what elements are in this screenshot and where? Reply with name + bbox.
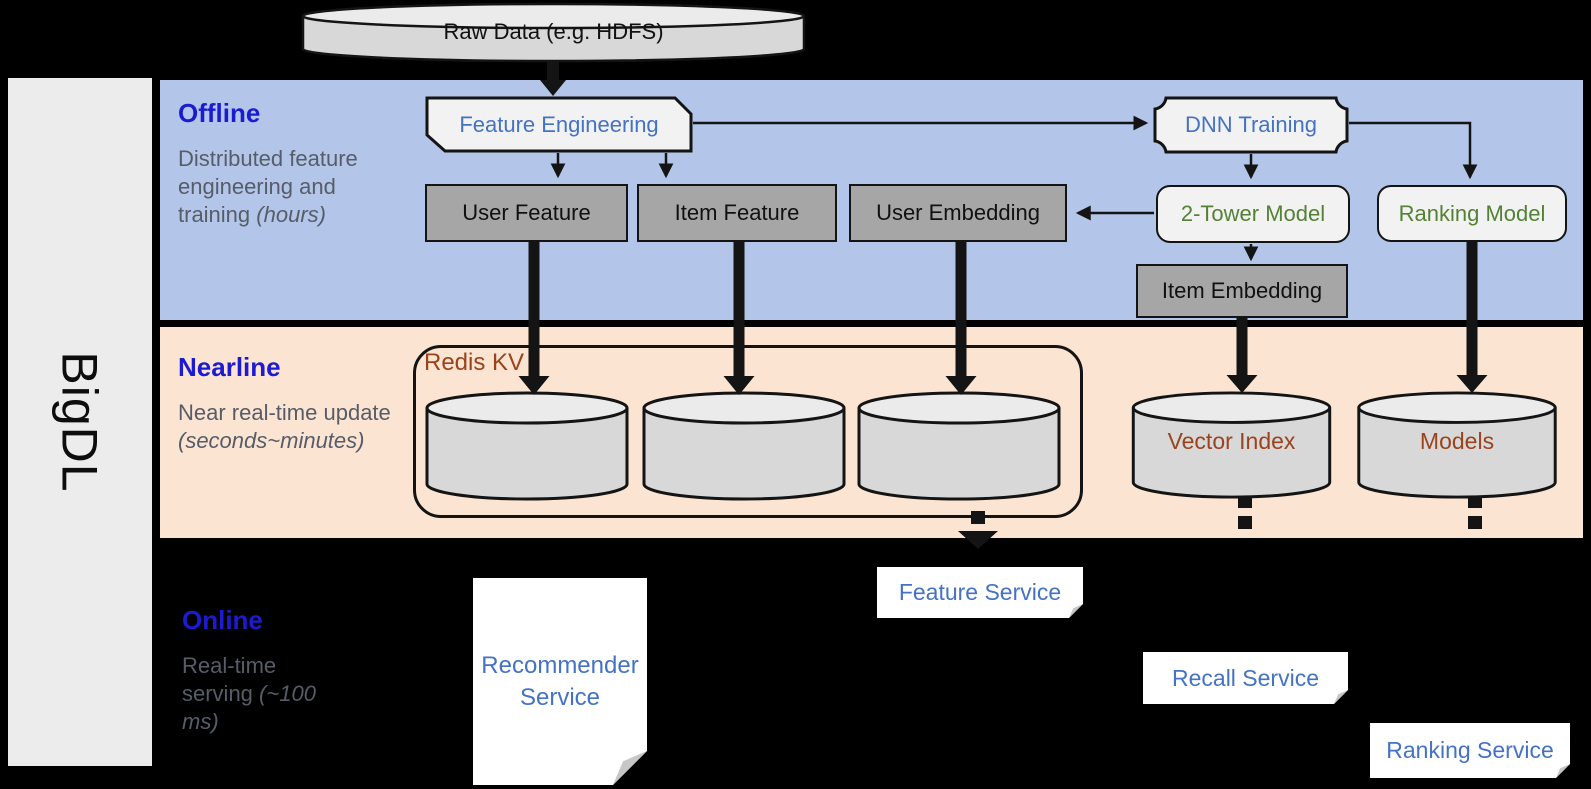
user-feature-node: User Feature bbox=[425, 184, 628, 242]
online-description: Real-time serving (~100 ms) bbox=[182, 652, 332, 736]
feature-engineering-node: Feature Engineering bbox=[425, 96, 693, 153]
page-fold-icon bbox=[1069, 604, 1083, 618]
item-embedding-label: Item Embedding bbox=[1161, 278, 1323, 303]
user-embedding-node: User Embedding bbox=[849, 184, 1067, 242]
vector-index-label: Vector Index bbox=[1167, 428, 1296, 454]
redis-kv-label: Redis KV bbox=[424, 349, 525, 376]
cylinder-shape bbox=[301, 2, 806, 63]
cylinder-shape bbox=[425, 391, 629, 501]
recommender-service-doc: Recommender Service bbox=[473, 578, 647, 785]
redis-shard-1 bbox=[424, 390, 630, 502]
nearline-section-label: Nearline Near real-time update (seconds~… bbox=[178, 352, 408, 455]
raw-data-label: Raw Data (e.g. HDFS) bbox=[443, 19, 664, 44]
dnn-training-label: DNN Training bbox=[1184, 112, 1318, 137]
offline-title: Offline bbox=[178, 98, 261, 128]
raw-data-store: Raw Data (e.g. HDFS) bbox=[300, 2, 807, 64]
feature-service-label: Feature Service bbox=[898, 579, 1062, 605]
nearline-desc-note: (seconds~minutes) bbox=[178, 428, 365, 454]
two-tower-model-label: 2-Tower Model bbox=[1180, 201, 1326, 226]
item-feature-label: Item Feature bbox=[674, 200, 800, 225]
online-section-label: Online Real-time serving (~100 ms) bbox=[182, 605, 332, 736]
offline-section-label: Offline Distributed feature engineering … bbox=[178, 98, 378, 229]
cylinder-shape bbox=[642, 391, 846, 501]
page-fold-icon bbox=[613, 751, 647, 785]
models-label: Models bbox=[1419, 428, 1495, 454]
vector-index-store: Vector Index bbox=[1128, 390, 1335, 500]
ranking-service-doc: Ranking Service bbox=[1370, 723, 1570, 778]
offline-description: Distributed feature engineering and trai… bbox=[178, 145, 378, 229]
bigdl-logo: BigDL bbox=[52, 351, 108, 493]
recall-service-doc: Recall Service bbox=[1143, 652, 1348, 704]
online-desc-text: Real-time serving bbox=[182, 653, 277, 707]
chamfer-box-shape bbox=[425, 96, 693, 153]
feature-engineering-label: Feature Engineering bbox=[459, 111, 659, 137]
redis-shard-2 bbox=[641, 390, 847, 502]
page-fold-icon bbox=[1556, 764, 1570, 778]
feature-service-doc: Feature Service bbox=[877, 567, 1083, 618]
nearline-description: Near real-time update (seconds~minutes) bbox=[178, 399, 408, 455]
redis-shard-3 bbox=[856, 390, 1062, 502]
ranking-model-label: Ranking Model bbox=[1398, 200, 1546, 226]
recall-service-label: Recall Service bbox=[1172, 664, 1319, 691]
recommender-service-label: Recommender Service bbox=[481, 652, 639, 711]
dnn-training-node: DNN Training bbox=[1153, 96, 1349, 154]
offline-desc-note: (hours) bbox=[256, 202, 326, 228]
bigdl-rail: BigDL bbox=[8, 78, 152, 766]
plaque-box-shape bbox=[1153, 96, 1349, 154]
offline-desc-text: Distributed feature engineering and trai… bbox=[178, 146, 358, 228]
cylinder-shape bbox=[1131, 391, 1332, 499]
user-embedding-label: User Embedding bbox=[876, 200, 1040, 225]
page-fold-icon bbox=[1334, 690, 1348, 704]
user-feature-label: User Feature bbox=[462, 200, 591, 225]
ranking-model-node: Ranking Model bbox=[1377, 185, 1567, 242]
cylinder-shape bbox=[857, 391, 1061, 501]
item-embedding-node: Item Embedding bbox=[1136, 264, 1348, 318]
online-desc-note: (~100 ms) bbox=[182, 681, 316, 735]
two-tower-model-node: 2-Tower Model bbox=[1156, 185, 1350, 243]
models-store: Models bbox=[1352, 390, 1562, 500]
nearline-title: Nearline bbox=[178, 352, 281, 382]
nearline-desc-text: Near real-time update bbox=[178, 400, 391, 425]
item-feature-node: Item Feature bbox=[637, 184, 837, 242]
ranking-service-label: Ranking Service bbox=[1386, 737, 1554, 763]
online-title: Online bbox=[182, 605, 263, 635]
